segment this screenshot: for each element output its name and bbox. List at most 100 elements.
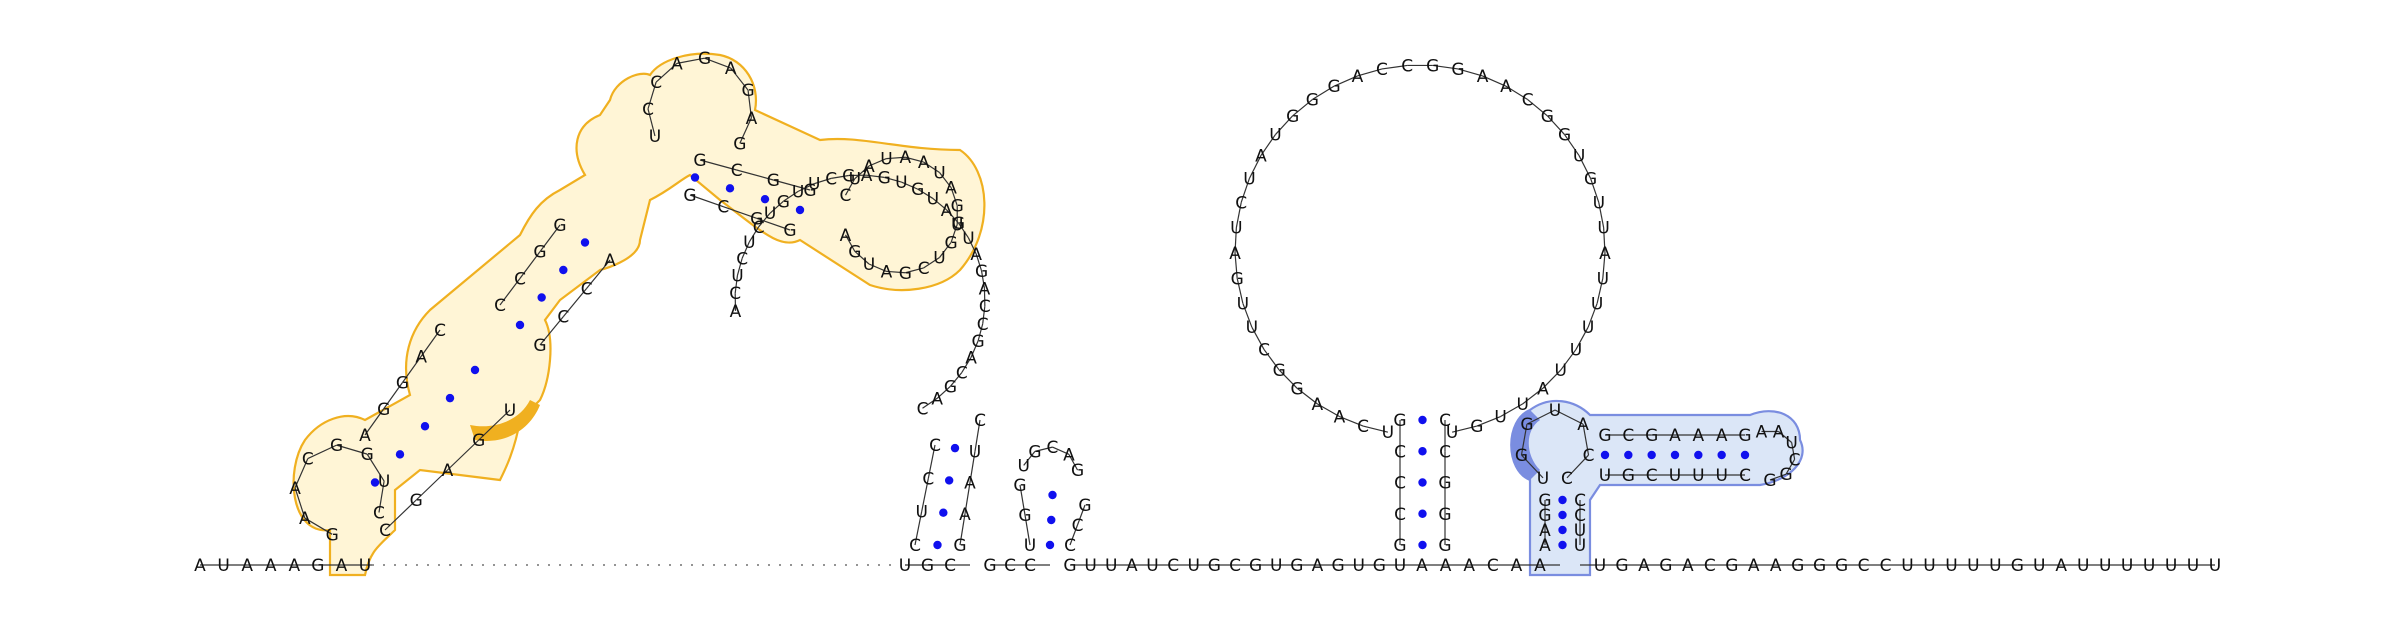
backbone-link <box>647 108 656 137</box>
backbone-link <box>1527 99 1548 117</box>
domain2-nucleotide: U <box>969 442 981 462</box>
backbone-link <box>736 258 743 276</box>
baseline-nucleotide: U <box>2143 556 2155 576</box>
baseline-nucleotide: G <box>1725 556 1738 576</box>
baseline-nucleotide: U <box>2099 556 2111 576</box>
domain1-nucleotide: U <box>880 150 892 170</box>
backbone-link <box>689 194 724 208</box>
baseline-nucleotide: U <box>1967 556 1979 576</box>
domain4-nucleotide: G <box>1598 426 1611 446</box>
backbone-link <box>734 275 739 294</box>
domain1-nucleotide: C <box>840 186 852 206</box>
backbone-link <box>1076 504 1086 526</box>
backbone-link <box>336 444 368 455</box>
domain1-nucleotide: U <box>933 164 945 184</box>
baseline-nucleotide: G <box>1813 556 1826 576</box>
backbone-link <box>1019 484 1026 516</box>
domain2-nucleotide: C <box>729 284 741 304</box>
domain3-nucleotide: G <box>1286 107 1299 127</box>
backbone-link <box>1240 178 1251 203</box>
base-pair-dot <box>950 443 960 453</box>
base-pair-dot <box>1670 450 1680 460</box>
backbone-link <box>1526 409 1556 425</box>
backbone-link <box>1242 303 1253 328</box>
domain4-nucleotide: U <box>1537 469 1549 489</box>
backbone-link <box>1457 68 1483 77</box>
domain1-nucleotide: U <box>951 215 963 235</box>
domain3-nucleotide: C <box>1394 474 1406 494</box>
domain2-nucleotide: C <box>1064 536 1076 556</box>
domain2-nucleotide: C <box>1072 516 1084 536</box>
baseline-nucleotide: U <box>1105 556 1117 576</box>
domain4-nucleotide: C <box>1789 450 1801 470</box>
domain1-nucleotide: C <box>731 161 743 181</box>
domain2-nucleotide: U <box>1024 536 1036 556</box>
backbone-link <box>854 165 870 180</box>
backbone-link <box>1602 252 1606 279</box>
backbone-link <box>1069 524 1079 546</box>
baseline-nucleotide: G <box>1373 556 1386 576</box>
baseline-nucleotide: A <box>1748 556 1760 576</box>
backbone-link <box>1432 64 1459 70</box>
baseline-nucleotide: G <box>1659 556 1672 576</box>
baseline-nucleotide: A <box>1463 556 1475 576</box>
base-pair-dot <box>370 478 380 487</box>
baseline-nucleotide: U <box>1945 556 1957 576</box>
backbone-link <box>1564 134 1580 156</box>
backbone-link <box>378 480 385 513</box>
domain4-nucleotide: C <box>1622 426 1634 446</box>
baseline-nucleotide: A <box>194 556 206 576</box>
domain1-nucleotide: C <box>581 279 593 299</box>
base-pair-dot <box>939 508 948 517</box>
base-pair-dot <box>445 393 455 403</box>
domain4-nucleotide: C <box>1574 506 1586 526</box>
baseline-nucleotide: U <box>1188 556 1200 576</box>
backbone-link <box>1769 473 1787 481</box>
backbone-link <box>1505 85 1528 101</box>
baseline-nucleotide: A <box>1770 556 1782 576</box>
domain2-nucleotide: U <box>743 233 755 253</box>
domain2-nucleotide: U <box>792 182 804 202</box>
domain4-nucleotide: C <box>1583 446 1595 466</box>
backbone-link <box>977 323 984 342</box>
backbone-link <box>655 62 678 83</box>
backbone-link <box>1251 326 1265 350</box>
domain1-nucleotide: G <box>533 336 546 356</box>
domain2-nucleotide: G <box>1013 476 1026 496</box>
backbone-link <box>1578 155 1592 179</box>
backbone-link <box>1500 403 1524 418</box>
backbone-link <box>478 409 511 441</box>
domain3-nucleotide: G <box>1393 536 1406 556</box>
backbone-link <box>917 188 934 199</box>
domain3-nucleotide: G <box>1231 269 1244 289</box>
domain3-nucleotide: C <box>1394 442 1406 462</box>
backbone-link <box>294 487 306 519</box>
domain1-nucleotide: U <box>849 170 861 190</box>
domain3-nucleotide: C <box>1439 442 1451 462</box>
domain2-nucleotide: G <box>1078 496 1091 516</box>
domain1-nucleotide: G <box>326 525 339 545</box>
domain1-nucleotide: C <box>514 269 526 289</box>
domain1-nucleotide: U <box>378 472 390 492</box>
domain2-nucleotide: U <box>808 175 820 195</box>
backbone-link <box>982 306 986 324</box>
baseline-nucleotide: A <box>336 556 348 576</box>
domain4-nucleotide: G <box>1763 471 1776 491</box>
backbone-link <box>1333 75 1358 87</box>
domain4-nucleotide: U <box>1574 521 1586 541</box>
baseline-nucleotide: G <box>1208 556 1221 576</box>
baseline-nucleotide: C <box>1229 556 1241 576</box>
baseline-nucleotide: A <box>1126 556 1138 576</box>
domain3-nucleotide: A <box>1500 77 1512 97</box>
baseline-nucleotide: U <box>899 556 911 576</box>
backbone-link <box>366 453 385 482</box>
base-pair-dot <box>795 205 805 215</box>
baseline-nucleotide: U <box>1594 556 1606 576</box>
backbone-link <box>383 382 403 410</box>
backbone-link <box>939 242 952 258</box>
domain2-nucleotide: A <box>959 505 971 525</box>
domain4-nucleotide: A <box>1756 423 1768 443</box>
domain4-nucleotide: A <box>1669 426 1681 446</box>
backbone-link <box>747 90 752 118</box>
backbone-link <box>647 81 657 110</box>
